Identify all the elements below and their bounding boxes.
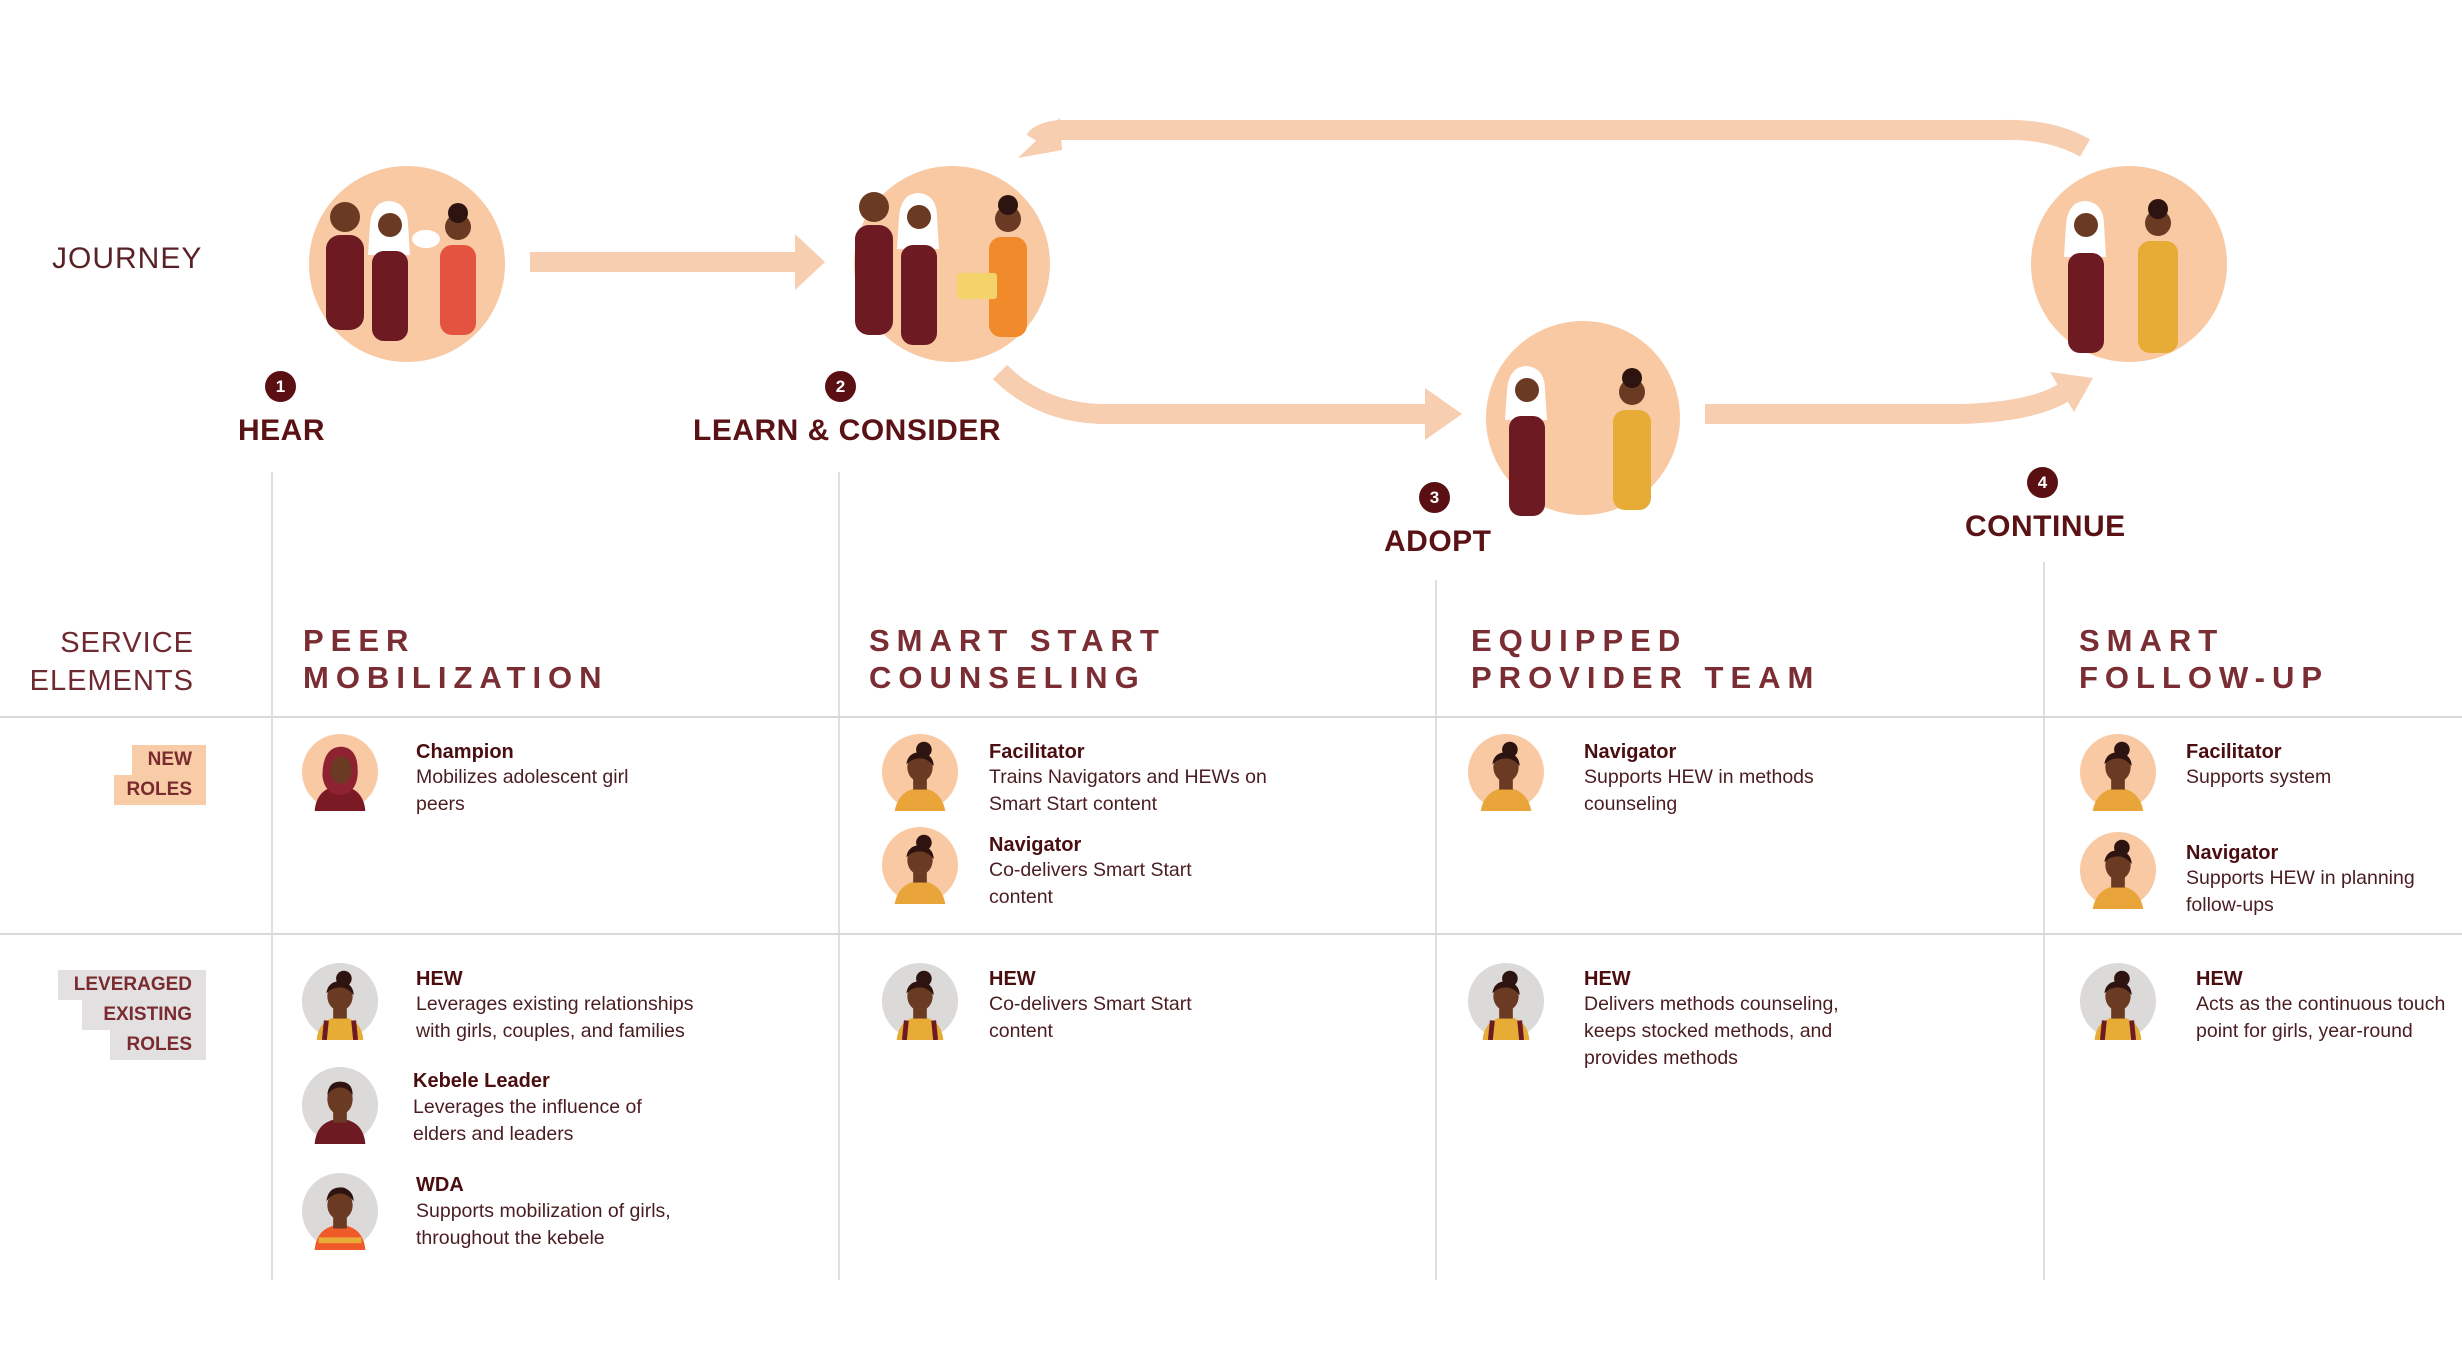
role-title: Navigator bbox=[1584, 741, 1677, 763]
role-title: HEW bbox=[416, 968, 463, 990]
stage-label-hear: HEAR bbox=[238, 414, 326, 447]
stage-label-adopt: ADOPT bbox=[1384, 525, 1492, 558]
stage-label-continue: CONTINUE bbox=[1965, 510, 2126, 543]
role-description: Leverages existing relationships with gi… bbox=[416, 993, 694, 1042]
person-avatar-icon bbox=[1467, 962, 1545, 1040]
role-description: Trains Navigators and HEWs on Smart Star… bbox=[989, 766, 1267, 815]
row-divider bbox=[0, 933, 2462, 935]
person-avatar-icon bbox=[2079, 962, 2157, 1040]
column-header-smart-start-counseling: SMART START COUNSELING bbox=[869, 623, 1166, 695]
row-divider bbox=[0, 716, 2462, 718]
role-description: Acts as the continuous touch point for g… bbox=[2196, 993, 2446, 1042]
person-icon bbox=[440, 203, 476, 335]
person-avatar-icon bbox=[2079, 733, 2157, 811]
arrow-head-1 bbox=[795, 234, 825, 290]
tag-roles: ROLES bbox=[114, 775, 206, 805]
person-icon bbox=[855, 192, 893, 335]
role-title: HEW bbox=[989, 968, 1036, 990]
hear-illustration bbox=[309, 166, 505, 362]
stage-label-learn: LEARN & CONSIDER bbox=[693, 414, 1002, 447]
person-icon bbox=[1613, 368, 1651, 510]
role-description: Supports system bbox=[2186, 766, 2332, 788]
learn-illustration bbox=[854, 166, 1050, 362]
person-icon bbox=[2064, 201, 2106, 353]
role-description: Leverages the influence of elders and le… bbox=[413, 1096, 642, 1145]
role-title: Facilitator bbox=[2186, 741, 2282, 763]
arrow-head-3 bbox=[2050, 372, 2093, 412]
role-title: Facilitator bbox=[989, 741, 1085, 763]
role-title: HEW bbox=[1584, 968, 1631, 990]
role-description: Supports HEW in methods counseling bbox=[1584, 766, 1814, 815]
adopt-illustration bbox=[1486, 321, 1680, 516]
person-avatar-icon bbox=[881, 962, 959, 1040]
person-avatar-icon bbox=[2079, 831, 2157, 909]
person-avatar-icon bbox=[881, 733, 959, 811]
person-icon bbox=[368, 201, 410, 341]
stage-number-2: 2 bbox=[825, 371, 856, 402]
person-icon bbox=[326, 202, 364, 330]
stage-number-4: 4 bbox=[2027, 467, 2058, 498]
arrow-head-2 bbox=[1425, 388, 1462, 440]
tag-roles-existing: ROLES bbox=[110, 1030, 206, 1060]
arrow-learn-to-adopt bbox=[992, 364, 1430, 424]
role-description: Mobilizes adolescent girl peers bbox=[416, 766, 629, 815]
person-avatar-icon bbox=[301, 1172, 379, 1250]
column-divider bbox=[2043, 562, 2045, 1280]
column-divider bbox=[838, 472, 840, 1280]
role-title: HEW bbox=[2196, 968, 2243, 990]
person-icon bbox=[989, 195, 1027, 337]
journey-arrows bbox=[530, 118, 2093, 440]
role-description: Supports mobilization of girls, througho… bbox=[416, 1200, 671, 1249]
person-avatar-icon bbox=[1467, 733, 1545, 811]
person-icon bbox=[897, 193, 939, 345]
arrow-head-4 bbox=[1018, 118, 1062, 158]
stage-number-1: 1 bbox=[265, 371, 296, 402]
service-elements-label: SERVICE ELEMENTS bbox=[29, 627, 194, 697]
arrow-adopt-to-continue bbox=[1705, 379, 2077, 424]
stage-number-3: 3 bbox=[1419, 482, 1450, 513]
person-avatar-icon bbox=[301, 962, 379, 1040]
role-title: Kebele Leader bbox=[413, 1070, 550, 1092]
tag-new: NEW bbox=[132, 745, 206, 775]
role-title: Navigator bbox=[989, 834, 1082, 856]
speech-bubble-icon bbox=[412, 230, 440, 248]
column-header-peer-mobilization: PEER MOBILIZATION bbox=[303, 623, 609, 695]
tag-existing: EXISTING bbox=[82, 1000, 206, 1030]
role-title: Navigator bbox=[2186, 842, 2279, 864]
column-header-equipped-provider-team: EQUIPPED PROVIDER TEAM bbox=[1471, 623, 1821, 695]
tag-leveraged: LEVERAGED bbox=[58, 970, 206, 1000]
column-header-smart-follow-up: SMART FOLLOW-UP bbox=[2079, 623, 2330, 695]
person-icon bbox=[1505, 366, 1547, 516]
role-description: Co-delivers Smart Start content bbox=[989, 859, 1192, 908]
column-divider bbox=[271, 472, 273, 1280]
continue-illustration bbox=[2031, 166, 2227, 362]
role-description: Delivers methods counseling, keeps stock… bbox=[1584, 993, 1839, 1069]
person-avatar-icon bbox=[301, 1066, 379, 1144]
arrow-continue-to-learn bbox=[1026, 119, 2090, 157]
card-icon bbox=[957, 273, 997, 299]
role-description: Supports HEW in planning follow-ups bbox=[2186, 867, 2415, 916]
role-title: WDA bbox=[416, 1174, 464, 1196]
person-avatar-icon bbox=[301, 733, 379, 811]
column-divider bbox=[1435, 580, 1437, 1280]
person-icon bbox=[2138, 199, 2178, 353]
role-description: Co-delivers Smart Start content bbox=[989, 993, 1192, 1042]
person-avatar-icon bbox=[881, 826, 959, 904]
journey-label: JOURNEY bbox=[52, 242, 203, 275]
role-title: Champion bbox=[416, 741, 514, 763]
